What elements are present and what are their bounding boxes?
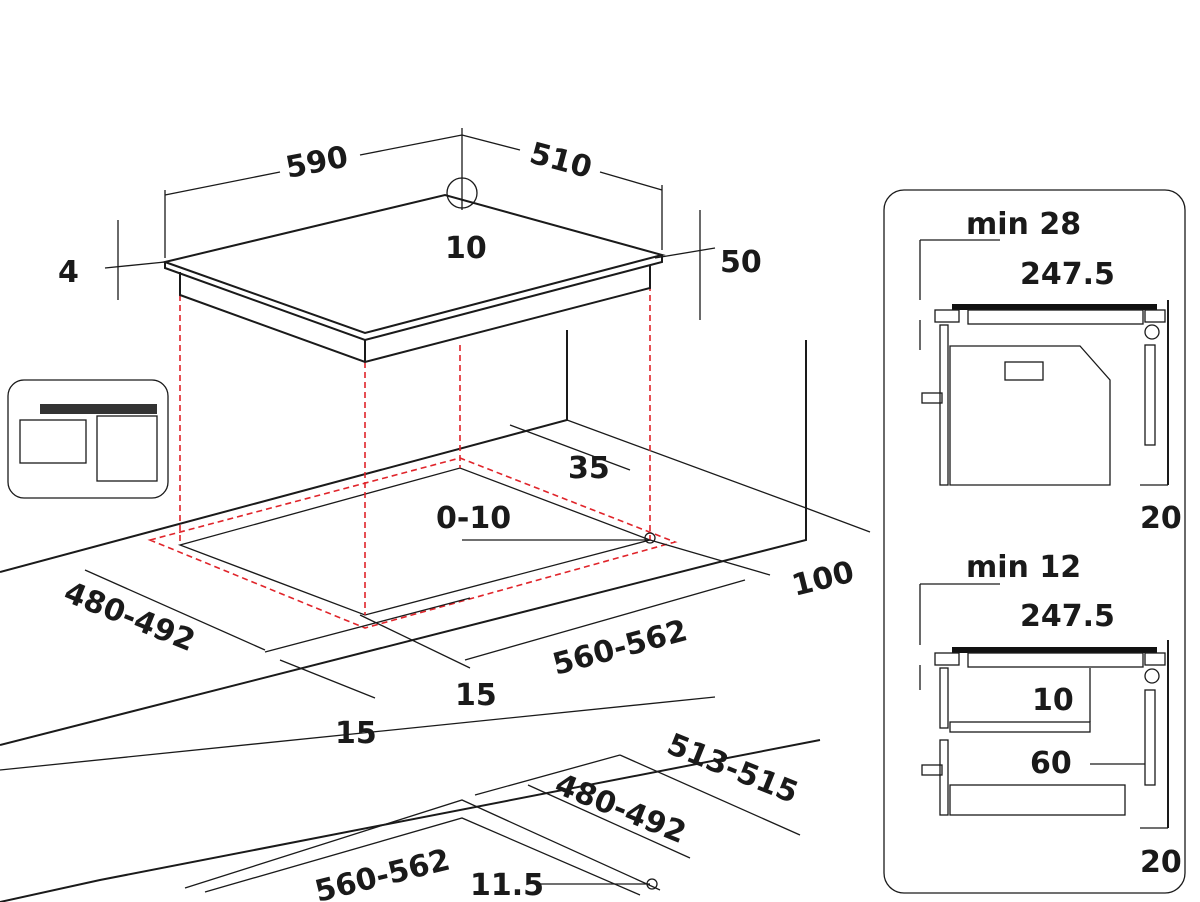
inset-thumbnail <box>7 379 169 499</box>
label-cable-offset: 0-10 <box>436 501 511 536</box>
label-wall-gap-top: 20 <box>1140 501 1182 536</box>
label-hob-height: 50 <box>720 245 762 280</box>
side-variant-bottom: min 12 247.5 10 60 20 <box>919 550 1182 880</box>
label-247-5-top: 247.5 <box>1020 257 1115 292</box>
side-panel: min 28 247.5 20 min 12 247.5 <box>883 189 1186 894</box>
label-gap-height: 10 <box>1032 683 1074 718</box>
hob <box>161 128 666 364</box>
label-247-5-bottom: 247.5 <box>1020 599 1115 634</box>
label-flush-inner-width: 560-562 <box>311 842 453 902</box>
label-side-clearance: 100 <box>788 555 857 604</box>
flush-cutout <box>0 739 821 902</box>
label-min-12: min 12 <box>966 550 1081 585</box>
label-hob-width: 590 <box>283 140 351 186</box>
label-front-margin-b: 15 <box>335 716 377 751</box>
label-corner-radius: 10 <box>445 231 487 266</box>
side-variant-top: min 28 247.5 20 <box>919 207 1182 536</box>
label-wall-gap-bottom: 20 <box>1140 845 1182 880</box>
label-flush-outer-depth: 513-515 <box>662 727 803 811</box>
label-gap-depth: 60 <box>1030 746 1072 781</box>
countertop <box>0 330 871 771</box>
label-cutout-width: 560-562 <box>549 613 691 682</box>
label-flush-rebate: 11.5 <box>470 868 544 902</box>
label-front-margin-a: 15 <box>455 678 497 713</box>
label-glass-thickness: 4 <box>58 255 79 290</box>
label-hob-depth: 510 <box>526 136 596 186</box>
label-min-28: min 28 <box>966 207 1081 242</box>
label-cutout-depth: 480-492 <box>59 575 200 659</box>
label-rear-clearance: 35 <box>568 451 610 486</box>
dimension-lines <box>84 134 771 699</box>
